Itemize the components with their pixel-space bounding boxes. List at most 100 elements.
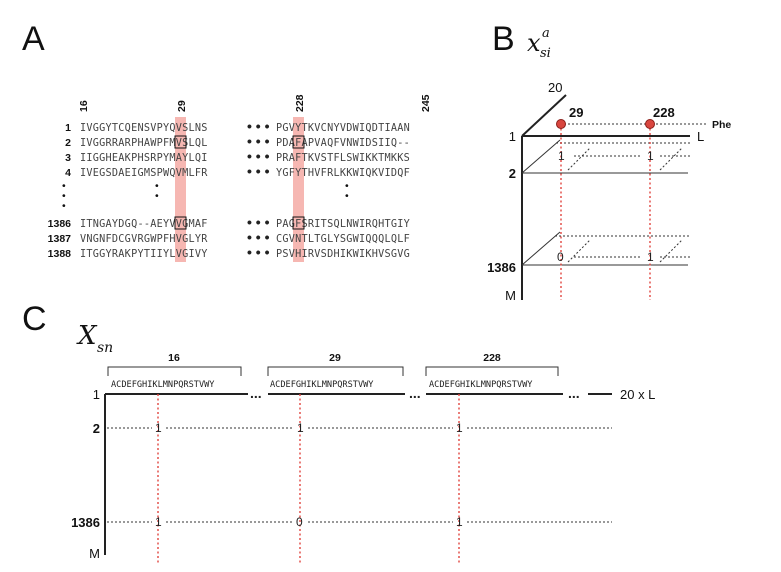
symbol-superscript: a [542, 26, 550, 41]
sequence-right: PDAFAPVAQFVNWIDSIIQ-- [276, 138, 410, 149]
value-cell: 1 [558, 149, 565, 163]
gap-ellipsis: • • • [247, 229, 270, 245]
group-bracket-29 [267, 366, 404, 376]
sequence-right: PGVYTKVCNYVDWIQDTIAAN [276, 123, 410, 134]
position-label-29: 29 [176, 100, 188, 112]
pos-label-228: 228 [653, 105, 675, 120]
alignment-row: 4 IVEGSDAEIGMSPWQVMLFR • • • YGFYTHVFRLK… [65, 163, 410, 179]
row-id: 2 [65, 137, 71, 149]
sequence-right: PAGFSRITSQLNWIRQHTGIY [276, 219, 410, 230]
group-label-16: 16 [168, 352, 180, 364]
alignment-row: 2 IVGGRRARPHAWPFMVSLQL • • • PDAFAPVAQFV… [65, 133, 410, 149]
gap-ellipsis: • • • [247, 244, 270, 260]
group-label-228: 228 [483, 352, 501, 364]
depth-axis [521, 94, 567, 137]
sequence-left: IVGGYTCQENSVPYQVSLNS [80, 123, 208, 134]
sequence-right: YGFYTHVFRLKKWIQKVIDQF [276, 168, 410, 179]
alignment-row: 3 IIGGHEAKPHSRPYMAYLQI • • • PRAFTKVSTFL… [65, 148, 410, 164]
row-label-m: M [505, 288, 516, 303]
row-id: 1386 [48, 218, 72, 230]
pos-label-29: 29 [569, 105, 583, 120]
sequence-left: IVEGSDAEIGMSPWQVMLFR [80, 168, 208, 179]
symbol-x-si-a: x si a [527, 26, 551, 61]
vdot: • [155, 190, 159, 202]
sequence-right: PSVHIRVSDHIKWIKHVSGVG [276, 249, 410, 260]
depth-line [521, 139, 561, 174]
group-bracket-16 [107, 366, 242, 376]
sequence-left: ITGGYRAKPYTIIYLVGIVY [80, 249, 208, 260]
alphabet-228: ACDEFGHIKLMNPQRSTVWY [429, 380, 533, 390]
row-label-2: 2 [93, 421, 100, 436]
gap-ellipsis: • • • [247, 133, 270, 149]
group-bracket-228 [425, 366, 559, 376]
phe-marker-29 [556, 119, 566, 129]
slant-dash [659, 147, 683, 171]
axis-ellipsis: ... [568, 385, 580, 401]
phe-marker-228 [645, 119, 655, 129]
position-label-16: 16 [78, 100, 90, 112]
highlight-column-228 [293, 117, 304, 262]
row-id: 4 [65, 167, 71, 179]
group-label-29: 29 [329, 352, 341, 364]
symbol-subscript: si [540, 46, 551, 61]
sequence-left: IVGGRRARPHAWPFMVSLQL [80, 138, 208, 149]
vdot: • [345, 180, 349, 192]
value-cell: 1 [297, 421, 304, 435]
alignment-row: 1 IVGGYTCQENSVPYQVSLNS • • • PGVYTKVCNYV… [65, 118, 410, 134]
panel-label-b: B [492, 20, 515, 58]
row-label-1386: 1386 [71, 515, 100, 530]
value-cell: 1 [155, 515, 162, 529]
value-cell: 0 [557, 250, 564, 264]
vdot: • [62, 190, 66, 202]
highlight-column-29 [175, 117, 186, 262]
alignment-row: 1386 ITNGAYDGQ--AEYVVGMAF • • • PAGFSRIT… [48, 214, 410, 230]
sequence-right: PRAFTKVSTFLSWIKKTMKKS [276, 153, 410, 164]
value-cell: 1 [647, 149, 654, 163]
axis-ellipsis: ... [250, 385, 262, 401]
residue-box [174, 216, 187, 230]
value-cell: 0 [296, 515, 303, 529]
residue-box [174, 135, 187, 149]
symbol-base: x [527, 29, 541, 57]
gap-ellipsis: • • • [247, 214, 270, 230]
row-label-2: 2 [509, 166, 516, 181]
axis-end-label: 20 x L [620, 387, 655, 402]
vdot: • [62, 200, 66, 212]
row-label-1386: 1386 [487, 260, 516, 275]
row-id: 1387 [48, 233, 72, 245]
symbol-base: X [76, 321, 98, 351]
value-cell: 1 [456, 421, 463, 435]
panel-label-c: C [22, 300, 47, 338]
symbol-subscript: sn [97, 340, 113, 356]
axis-ellipsis: ... [409, 385, 421, 401]
panel-label-a: A [22, 20, 45, 58]
row-label-1: 1 [93, 387, 100, 402]
slant-dash [659, 239, 683, 263]
sequence-left: IIGGHEAKPHSRPYMAYLQI [80, 153, 208, 164]
sequence-right: CGVNTLTGLYSGWIQQQLQLF [276, 234, 410, 245]
row-id: 3 [65, 152, 71, 164]
row-id: 1 [65, 122, 71, 134]
vdot: • [345, 190, 349, 202]
depth-label: 20 [548, 80, 562, 95]
row-label-m: M [89, 546, 100, 561]
gap-ellipsis: • • • [247, 163, 270, 179]
slant-dash [567, 147, 591, 171]
row-label-1: 1 [509, 129, 516, 144]
gap-ellipsis: • • • [247, 148, 270, 164]
gap-ellipsis: • • • [247, 118, 270, 134]
vdot: • [62, 180, 66, 192]
alignment-row: 1388 ITGGYRAKPYTIIYLVGIVY • • • PSVHIRVS… [48, 244, 410, 260]
vdot: • [155, 180, 159, 192]
value-cell: 1 [456, 515, 463, 529]
position-label-228: 228 [294, 94, 306, 112]
value-cell: 1 [155, 421, 162, 435]
symbol-x-sn: X sn [76, 321, 113, 356]
row-id: 1388 [48, 248, 72, 260]
vertical-ellipsis: • • • • • • • [62, 180, 349, 212]
value-cell: 1 [647, 250, 654, 264]
slant-dash [567, 239, 591, 263]
alphabet-29: ACDEFGHIKLMNPQRSTVWY [270, 380, 374, 390]
sequence-left: ITNGAYDGQ--AEYVVGMAF [80, 219, 208, 230]
l-axis-label: L [697, 129, 704, 144]
